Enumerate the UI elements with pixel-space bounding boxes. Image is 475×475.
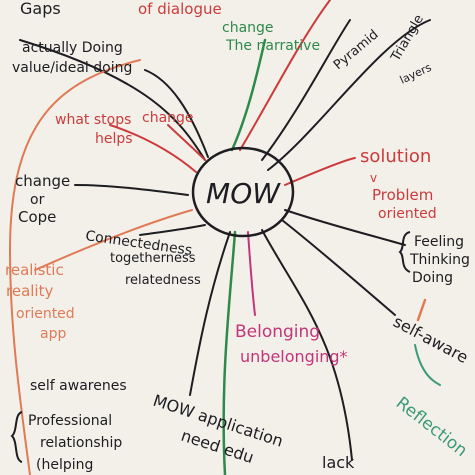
note-helps: helps	[95, 131, 133, 147]
note-what-stops: what stops	[55, 112, 131, 128]
note-doing: Doing	[412, 270, 453, 286]
center-label: MOW	[206, 177, 281, 210]
note-relatedness: relatedness	[125, 273, 201, 288]
note-of-dialogue: of dialogue	[138, 0, 222, 18]
line-to-change-cope	[74, 184, 189, 196]
line-to-connectedness	[139, 224, 206, 236]
center-node	[191, 146, 295, 238]
line-to-actually-doing	[144, 69, 209, 158]
line-to-lack	[261, 229, 353, 461]
line-orange-right	[416, 298, 427, 322]
line-teal-reflection	[414, 344, 441, 386]
note-feeling: Feeling	[414, 234, 464, 250]
note-lack: lack	[322, 453, 355, 472]
brace-feeling	[398, 231, 411, 273]
line-to-belonging	[247, 231, 256, 316]
line-to-pyramid	[261, 19, 351, 161]
note-oriented2: oriented	[16, 306, 75, 322]
note-change-cope-3: Cope	[18, 208, 56, 226]
line-to-feeling	[284, 209, 406, 246]
note-oriented: oriented	[378, 206, 437, 222]
note-app: app	[40, 326, 66, 342]
line-to-triangle	[267, 19, 431, 171]
note-reality: reality	[6, 282, 53, 300]
note-the-narrative: The narrative	[225, 38, 320, 54]
note-v: v	[370, 171, 377, 185]
note-professional: Professional	[28, 413, 112, 429]
line-to-narrative	[230, 38, 267, 152]
note-realistic: realistic	[5, 261, 64, 279]
note-gaps: Gaps	[20, 0, 61, 18]
line-to-what-stops	[109, 124, 197, 173]
note-change-red: change	[142, 110, 194, 126]
line-green-down	[222, 230, 237, 475]
line-to-solution	[284, 157, 356, 186]
brace-professional	[10, 411, 23, 463]
connector-lines	[8, 0, 441, 475]
note-problem: Problem	[372, 186, 433, 204]
note-change-cope-1: change	[15, 172, 70, 190]
note-solution: solution	[360, 146, 431, 167]
line-to-self-aware	[281, 219, 396, 316]
note-relationship: relationship	[40, 435, 122, 451]
line-to-gaps	[19, 39, 206, 161]
note-togetherness: togetherness	[110, 251, 196, 266]
line-orange-left-loop	[8, 59, 141, 475]
line-to-realistic	[34, 209, 193, 271]
line-to-change-red	[167, 124, 206, 161]
note-helping: (helping	[36, 457, 93, 473]
note-self-awareness: self awarenes	[30, 378, 127, 394]
note-change-green: change	[222, 20, 274, 36]
note-actually-doing: actually Doing	[22, 40, 123, 56]
note-value-ideal: value/ideal doing	[12, 60, 132, 76]
note-unbelonging: unbelonging*	[240, 347, 348, 366]
note-thinking: Thinking	[409, 252, 470, 268]
line-top-red	[239, 0, 331, 151]
note-change-cope-2: or	[30, 192, 45, 208]
line-to-mow-application	[189, 231, 231, 396]
note-belonging: Belonging	[235, 322, 320, 342]
